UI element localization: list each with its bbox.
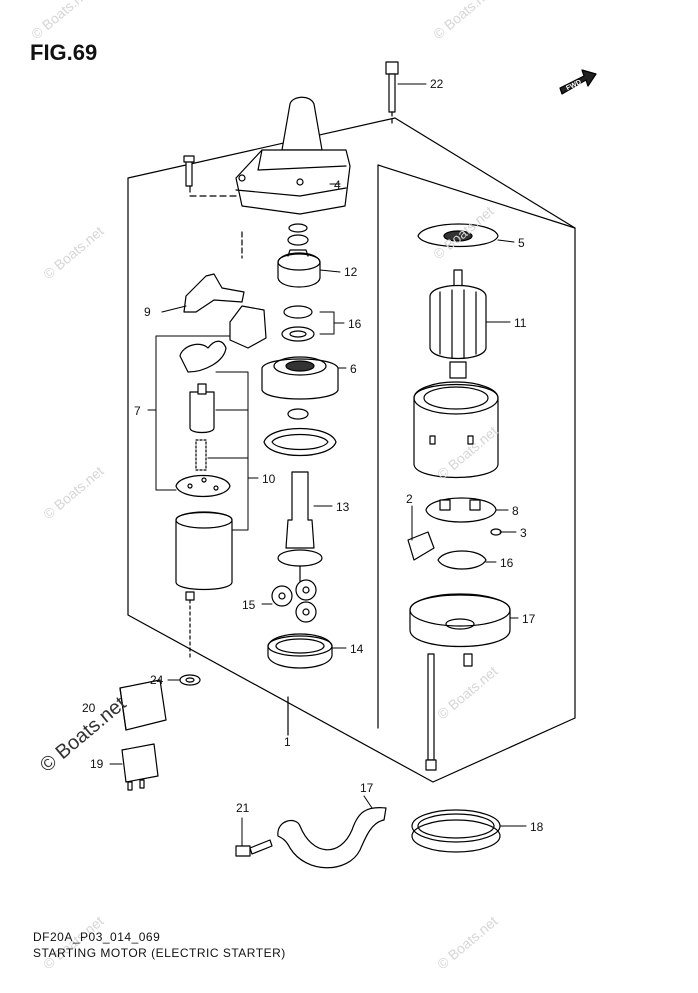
assembly-outline — [127, 117, 576, 783]
callout-5: 5 — [518, 236, 525, 250]
part-stop-ring-lower — [437, 550, 487, 570]
callout-8: 8 — [512, 504, 519, 518]
part-washer-24 — [179, 674, 201, 686]
leader-lines — [109, 83, 527, 847]
callout-14: 14 — [350, 642, 364, 656]
callout-10: 10 — [262, 472, 276, 486]
callout-23: 22 — [430, 77, 444, 91]
part-lever — [183, 273, 245, 313]
part-bracket-18 — [277, 807, 387, 869]
part-planet-gears — [271, 579, 317, 623]
part-relay-20 — [121, 743, 159, 791]
part-bracket-plate — [417, 223, 499, 248]
part-motor-body — [175, 511, 233, 661]
part-solenoid-cover — [183, 96, 351, 215]
part-housing — [261, 356, 339, 400]
callout-19: 18 — [530, 820, 544, 834]
part-bolt-22 — [235, 839, 273, 857]
callout-11: 11 — [514, 316, 527, 330]
part-end-cover — [409, 593, 511, 648]
part-pinion — [277, 249, 321, 288]
fwd-label: FWD — [565, 79, 582, 92]
callout-15: 15 — [242, 598, 256, 612]
part-stop-ring-upper — [281, 305, 315, 342]
callout-7: 7 — [134, 404, 141, 418]
callout-16-upper: 16 — [348, 317, 362, 331]
callout-24: 24 — [150, 673, 164, 687]
part-armature — [429, 269, 487, 379]
callout-21: 20 — [82, 701, 96, 715]
part-band-19 — [411, 809, 501, 853]
fwd-arrow-icon: FWD — [559, 69, 597, 95]
callout-4: 4 — [334, 178, 341, 192]
part-plate — [175, 475, 231, 497]
figure-title: FIG.69 — [30, 40, 98, 65]
part-small-washers-top — [241, 223, 309, 259]
callout-22: 21 — [236, 801, 250, 815]
part-brush-holder — [407, 497, 502, 561]
callout-1: 1 — [284, 735, 291, 749]
callout-9: 9 — [144, 305, 151, 319]
callout-12: 12 — [344, 265, 358, 279]
part-bolt-23 — [385, 61, 399, 127]
part-gasket — [263, 408, 337, 457]
part-yoke — [413, 381, 499, 478]
callout-13: 13 — [336, 500, 350, 514]
part-plunger-boot — [179, 305, 267, 373]
part-plunger — [189, 383, 215, 471]
part-shaft — [277, 471, 323, 583]
callout-16-lower: 16 — [500, 556, 514, 570]
callout-3: 3 — [520, 526, 527, 540]
callout-6: 6 — [350, 362, 357, 376]
callout-2: 2 — [406, 492, 413, 506]
figure-code: DF20A_P03_014_069 — [33, 930, 161, 944]
part-internal-gear — [267, 633, 333, 669]
figure-caption: STARTING MOTOR (ELECTRIC STARTER) — [33, 946, 286, 960]
part-through-bolt — [425, 653, 473, 771]
part-relay-21 — [119, 679, 167, 731]
callout-18: 17 — [360, 781, 374, 795]
callout-17: 17 — [522, 612, 536, 626]
callout-labels: 22 4 5 12 9 16 11 6 7 10 13 2 8 3 16 17 … — [82, 77, 544, 834]
callout-20: 19 — [90, 757, 104, 771]
